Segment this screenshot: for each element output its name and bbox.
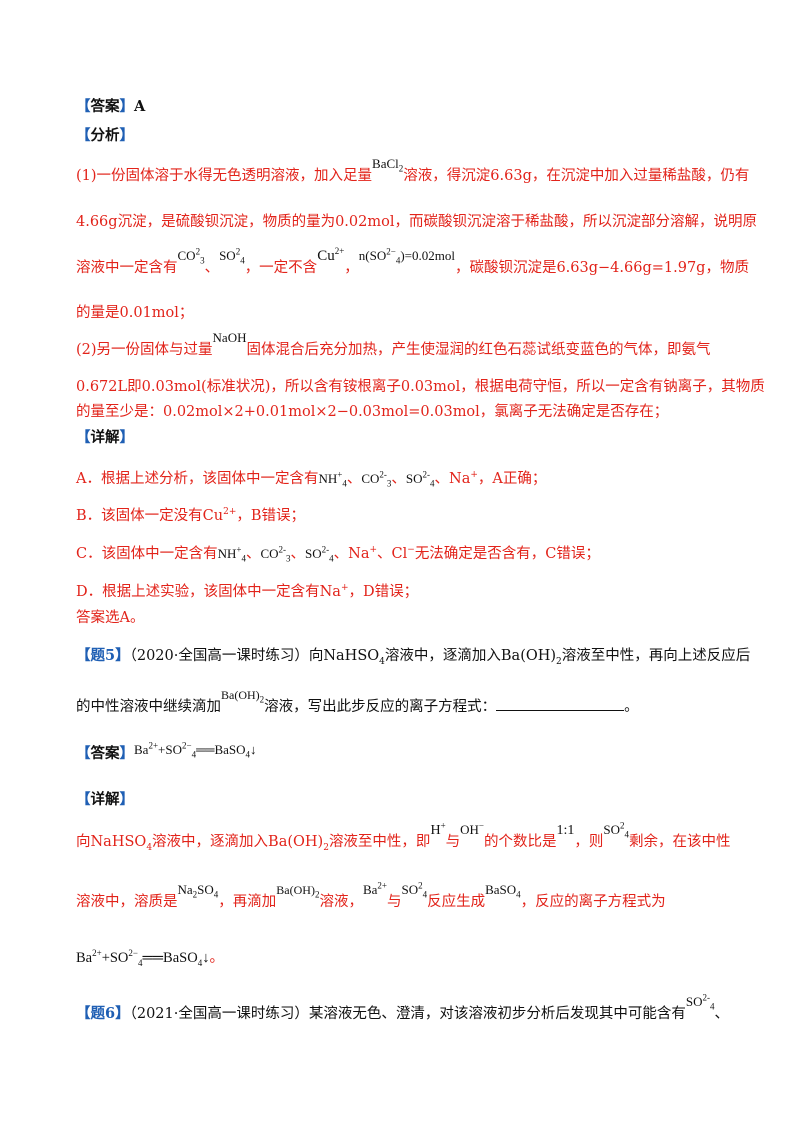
question-5-label: 题5: [90, 647, 116, 664]
analysis-line-4: 的量是0.01mol；: [76, 305, 194, 321]
question-5-line-1: 【题5】（2020·全国高一课时练习）向NaHSO4溶液中，逐滴加入Ba(OH)…: [76, 647, 751, 667]
baoh2-formula: Ba(OH)2: [221, 688, 265, 705]
co3-ion: CO23: [177, 246, 205, 266]
detail-option-c: C．该固体中一定含有NH+4、CO2-3、SO2-4、Na+、Cl−无法确定是否…: [76, 544, 600, 564]
detail-option-d: D．根据上述实验，该固体中一定含有Na+，D错误；: [76, 583, 419, 600]
na2so4-formula: Na2SO4: [177, 882, 219, 900]
co3-ion: CO2-3: [260, 544, 291, 564]
ratio-value: 1:1: [556, 823, 575, 838]
question-6-line-1: 【题6】（2021·全国高一课时练习）某溶液无色、澄清，对该溶液初步分析后发现其…: [76, 992, 729, 1022]
so4-ion: SO2-4: [305, 544, 334, 564]
ba-ion: Ba2+: [362, 880, 387, 897]
answer-blank[interactable]: [496, 696, 625, 711]
so4-ion: SO24: [603, 820, 630, 840]
answer-line: 【答案】A: [76, 98, 146, 115]
h-ion: H+: [430, 820, 446, 838]
answer-label: 答案: [90, 98, 120, 115]
bacl2-formula: BaCl2: [372, 156, 404, 174]
n-so4-expression: n(SO2−4)=0.02mol: [358, 246, 455, 266]
analysis-line-3: 溶液中一定含有CO23、SO24，一定不含Cu2+，n(SO2−4)=0.02m…: [76, 246, 749, 277]
ionic-equation: Ba2++SO2−4══BaSO4↓: [134, 740, 257, 760]
question-5-line-2: 的中性溶液中继续滴加Ba(OH)2溶液，写出此步反应的离子方程式：。: [76, 688, 639, 715]
detail-5-heading: 【详解】: [76, 791, 134, 808]
analysis-line-5: (2)另一份固体与过量NaOH固体混合后充分加热，产生使湿润的红色石蕊试纸变蓝色…: [76, 330, 711, 358]
question-6-label: 题6: [90, 1005, 116, 1022]
baso4-formula: BaSO4: [485, 882, 521, 900]
nh4-ion: NH+4: [217, 544, 246, 564]
so4-ion: SO24: [401, 880, 428, 900]
detail-5-equation: Ba2++SO2−4══BaSO4↓。: [76, 948, 224, 968]
analysis-line-6: 0.672L即0.03mol(标准状况)，所以含有铵根离子0.03mol，根据电…: [76, 379, 765, 395]
so4-ion: SO2-4: [685, 992, 715, 1012]
baoh2-formula: Ba(OH)2: [276, 883, 320, 900]
co3-ion: CO2-3: [361, 469, 392, 489]
so4-ion: SO24: [219, 246, 245, 266]
analysis-line-7: 的量至少是：0.02mol×2+0.01mol×2−0.03mol=0.03mo…: [76, 404, 669, 420]
analysis-line-2: 4.66g沉淀，是硫酸钡沉淀，物质的量为0.02mol，而碳酸钡沉淀溶于稀盐酸，…: [76, 214, 757, 230]
so4-ion: SO2-4: [405, 469, 435, 489]
detail-option-a: A．根据上述分析，该固体中一定含有NH+4、CO2-3、SO2-4、Na+，A正…: [76, 469, 547, 489]
naoh-formula: NaOH: [212, 330, 247, 345]
answer-5-line: 【答案】Ba2++SO2−4══BaSO4↓: [76, 740, 257, 762]
cu-ion: Cu2+: [317, 246, 345, 265]
detail-option-b: B．该固体一定没有Cu2+，B错误；: [76, 507, 306, 524]
detail-5-line-1: 向NaHSO4溶液中，逐滴加入Ba(OH)2溶液至中性，即H+与OH−的个数比是…: [76, 820, 731, 853]
nh4-ion: NH+4: [318, 469, 347, 489]
answer-choice: 答案选A。: [76, 610, 145, 626]
detail-5-line-2: 溶液中，溶质是Na2SO4，再滴加Ba(OH)2溶液，Ba2+与SO24反应生成…: [76, 880, 666, 910]
ionic-equation: Ba2++SO2−4══BaSO4↓: [76, 948, 210, 968]
answer-value: A: [134, 98, 146, 115]
analysis-line-1: (1)一份固体溶于水得无色透明溶液，加入足量BaCl2溶液，得沉淀6.63g，在…: [76, 156, 750, 184]
detail-heading: 【详解】: [76, 429, 134, 446]
oh-ion: OH−: [460, 820, 484, 837]
analysis-heading: 【分析】: [76, 127, 134, 144]
